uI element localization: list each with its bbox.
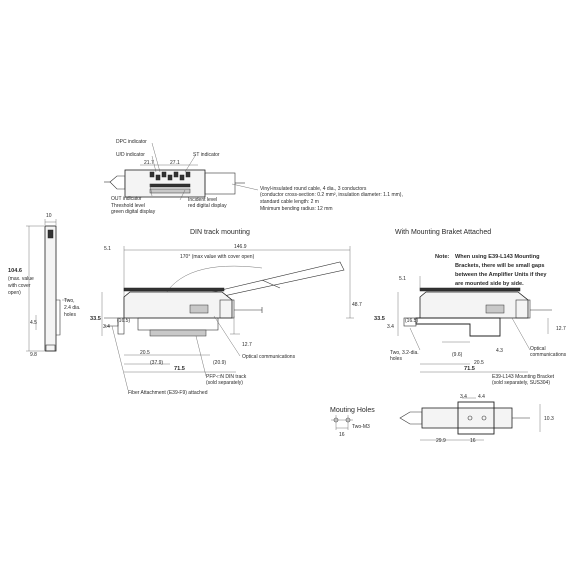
holes-label-2: 2.4 dia. [64,305,80,311]
holes-label-1: Two, [64,298,75,304]
incident-label-2: red digital display [188,203,227,209]
ud-indicator-label: U/D indicator [116,152,145,158]
cable-label-4: Minimum bending radius: 12 mm [260,206,333,212]
bracket-view-title: With Mounting Braket Attached [395,229,491,236]
bk-dim-16-5: (16.5) [405,318,418,324]
height-note-3: open) [8,290,21,296]
st-indicator-label: ST indicator [193,152,220,158]
cable-label-3: standard cable length: 2 m [260,199,319,205]
note-line-3: between the Amplifier Units if they [455,272,547,278]
dpc-indicator-label: DPC indicator [116,139,147,145]
bv-dim-29-9: 29.9 [436,438,446,444]
note-line-2: Brackets, there will be small gaps [455,263,545,269]
din-view: DIN track mounting 146.9 5.1 170° (max v… [90,229,362,396]
cable-label-2: (conductor cross-section: 0.2 mm², insul… [260,192,403,198]
bk-dim-4-3: 4.3 [496,348,503,354]
width-10: 10 [46,213,52,219]
bk-holes-label-2: holes [390,356,402,362]
dim-3-4: 3.4 [103,324,110,330]
dim-146-9: 146.9 [234,244,247,250]
bv-dim-16: 16 [470,438,476,444]
threshold-label-1: Threshold level [111,203,145,209]
bk-bracket-label-2: (sold separately, SUS304) [492,380,550,386]
bk-optical-2: communications [530,352,567,358]
bv-dim-4-4: 4.4 [478,394,485,400]
dim-21-7: 21.7 [144,160,154,166]
bk-dim-9-6: (9.6) [452,352,463,358]
bk-dim-20-5: 20.5 [474,360,484,366]
dim-5-1: 5.1 [104,246,111,252]
bk-dim-71-5: 71.5 [464,366,475,372]
bk-bracket-label-1: E39-L143 Mounting Bracket [492,374,555,380]
holes-m3-label: Two-M3 [352,424,370,430]
side-view: 10 104.6 (max. value with cover open) Tw… [8,213,80,358]
bracket-hole-1 [467,415,473,421]
bk-dim-33-5: 33.5 [374,316,385,322]
bk-optical-1: Optical [530,346,546,352]
note-label: Note: [435,254,449,260]
bracket-hole-2 [481,415,487,421]
pfp-label-1: PFP-□N DIN track [206,374,247,380]
dim-37-9: (37.9) [150,360,163,366]
optical-comm-label: Optical communications [242,354,296,360]
holes-title: Mouting Holes [330,407,375,414]
din-view-title: DIN track mounting [190,229,250,236]
incident-label-1: Incident level [188,197,217,203]
indicator-block [149,171,191,194]
out-indicator-label: OUT indicator [111,196,142,202]
height-note-1: (max. value [8,276,34,282]
dim-12-7: 12.7 [242,342,252,348]
top-view: DPC indicator U/D indicator ST indicator… [104,139,403,215]
dim-20-5: 20.5 [140,350,150,356]
cover-angle-label: 170° (max value with cover open) [180,254,255,260]
dim-20-9: (20.9) [213,360,226,366]
fiber-attachment-label: Fiber Attachment (E39-F9) attached [128,390,208,396]
bk-holes-label-1: Two, 3.2-dia. [390,350,419,356]
dim-16-5: (16.5) [117,318,130,324]
bv-dim-10-3: 10.3 [544,416,554,422]
dim-48-7: 48.7 [352,302,362,308]
bk-dim-3-4: 3.4 [387,324,394,330]
dim-27-1: 27.1 [170,160,180,166]
bottom-view: 3.4 4.4 10.3 29.9 16 [399,394,554,444]
note-line-1: When using E39-L143 Mounting [455,254,540,260]
bv-dim-3-4: 3.4 [460,394,467,400]
note-line-4: are mounted side by side. [455,281,524,287]
pfp-label-2: (sold separately) [206,380,243,386]
dim-4-5: 4.5 [30,320,37,326]
bk-dim-12-7: 12.7 [556,326,566,332]
holes-dim-16: 16 [339,432,345,438]
threshold-label-2: green digital display [111,209,156,215]
height-104-6: 104.6 [8,268,22,274]
cable-label-1: Vinyl-insulated round cable, 4 dia., 3 c… [260,186,367,192]
height-note-2: with cover [8,283,31,289]
dim-9-8: 9.8 [30,352,37,358]
bracket-view: With Mounting Braket Attached Note: When… [374,229,567,386]
mounting-holes-view: Mouting Holes Two-M3 16 [330,407,375,438]
dim-33-5: 33.5 [90,316,101,322]
dim-71-5: 71.5 [174,366,185,372]
bk-dim-5-1: 5.1 [399,276,406,282]
holes-label-3: holes [64,312,76,318]
